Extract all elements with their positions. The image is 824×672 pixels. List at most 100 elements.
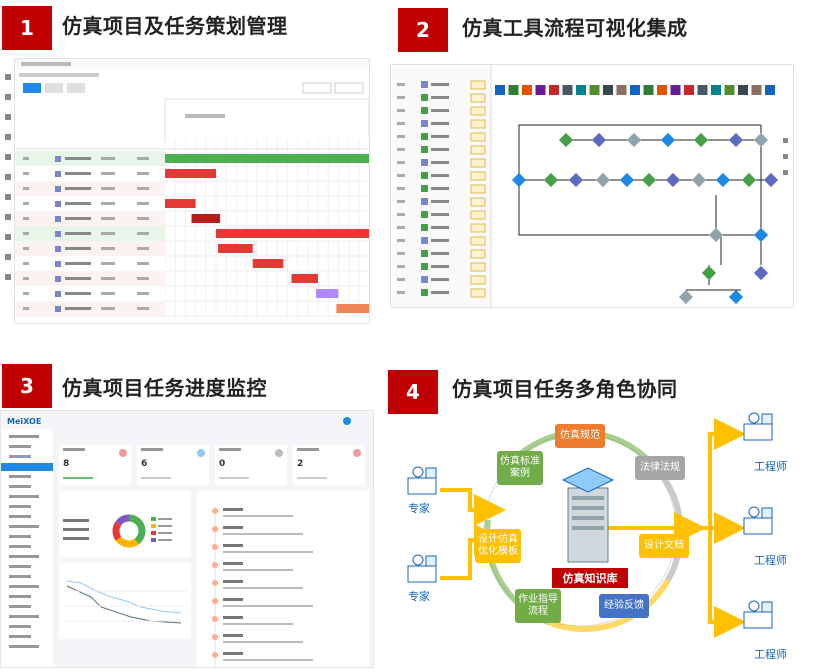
tree-row — [397, 187, 405, 190]
workflow-integration-screenshot — [390, 64, 794, 308]
person-at-desk-icon — [743, 517, 773, 535]
donut-slice — [115, 514, 130, 526]
tool-icon — [697, 85, 708, 95]
tree-row — [397, 109, 405, 112]
tool-icon — [508, 85, 519, 95]
section-title-1: 仿真项目及任务策划管理 — [62, 14, 288, 38]
tool-icon — [535, 85, 546, 95]
tree-row — [397, 213, 405, 216]
activity-item — [212, 616, 218, 622]
sidebar-item — [9, 635, 31, 638]
flow-node — [543, 172, 559, 188]
tool-icon — [670, 85, 681, 95]
project-planning-screenshot — [14, 58, 370, 324]
tool-icon — [751, 85, 762, 95]
flow-node — [660, 132, 676, 148]
activity-item — [212, 634, 218, 640]
role-label-expert: 专家 — [408, 502, 430, 515]
gantt-bar — [315, 289, 339, 298]
tool-icon — [738, 85, 748, 95]
role-label-expert: 专家 — [408, 590, 430, 603]
gantt-bar — [216, 229, 369, 238]
panel1-side-icons — [5, 74, 11, 280]
sidebar-item — [9, 485, 31, 488]
flow-node — [753, 227, 769, 243]
tree-row — [397, 226, 405, 229]
gantt-bar — [165, 169, 216, 178]
knowledge-category-node: 设计仿真优化模板 — [475, 529, 521, 563]
section-badge-2: 2 — [398, 8, 448, 52]
tool-icon — [576, 85, 586, 95]
flow-node — [753, 265, 769, 281]
sidebar-item — [9, 615, 39, 618]
flow-node — [728, 289, 744, 305]
gantt-bar — [252, 259, 284, 268]
flow-node — [568, 172, 584, 188]
tree-row — [397, 135, 405, 138]
knowledge-category-node: 仿真标准案例 — [497, 451, 543, 485]
tool-icon — [630, 85, 640, 95]
knowledge-category-node: 设计文档 — [639, 534, 689, 558]
sidebar-item — [9, 525, 39, 528]
sidebar-item — [9, 605, 31, 608]
sidebar-item — [9, 455, 31, 458]
tree-row — [397, 252, 405, 255]
gantt-bar — [218, 244, 253, 253]
gantt-bar — [336, 304, 369, 313]
tree-row — [397, 96, 405, 99]
tool-icon — [657, 85, 667, 95]
tree-row — [397, 239, 405, 242]
workflow-canvas — [391, 65, 779, 307]
person-at-desk-icon — [407, 565, 437, 583]
legend-swatch — [151, 517, 156, 521]
flow-node — [741, 172, 757, 188]
flow-node — [701, 265, 717, 281]
role-label-engineer: 工程师 — [754, 554, 787, 567]
flow-node — [763, 172, 779, 188]
sidebar-item — [9, 505, 31, 508]
activity-item — [212, 508, 218, 514]
flow-node — [595, 172, 611, 188]
donut-slice — [112, 521, 122, 541]
sidebar-item — [9, 565, 31, 568]
flow-node — [511, 172, 527, 188]
sidebar-active-item — [1, 463, 53, 471]
sidebar-item — [9, 555, 39, 558]
person-at-desk-icon — [743, 611, 773, 629]
activity-item — [212, 562, 218, 568]
tree-row — [397, 161, 405, 164]
hub-label: 仿真知识库 — [552, 568, 628, 588]
activity-item — [212, 652, 218, 658]
section-badge-3: 3 — [2, 364, 52, 408]
flow-node — [693, 132, 709, 148]
kpi-done: 2 — [297, 459, 304, 469]
section-title-3: 仿真项目任务进度监控 — [62, 376, 267, 400]
flow-node — [641, 172, 657, 188]
tree-row — [397, 200, 405, 203]
section-title-4: 仿真项目任务多角色协同 — [452, 377, 678, 401]
flow-node — [558, 132, 574, 148]
dashboard-view — [1, 417, 369, 667]
flow-node — [708, 227, 724, 243]
tree-row — [397, 291, 405, 294]
flow-node — [626, 132, 642, 148]
sidebar-item — [9, 435, 39, 438]
toolbar-button — [23, 83, 41, 93]
panel2-side-icons — [783, 138, 788, 175]
sidebar-item — [9, 495, 39, 498]
sidebar-item — [9, 475, 31, 478]
tool-icon — [724, 85, 735, 95]
tool-icon — [495, 85, 505, 95]
sidebar-item — [9, 575, 31, 578]
kpi-total: 8 — [63, 459, 70, 469]
role-label-engineer: 工程师 — [754, 460, 787, 473]
role-label-engineer: 工程师 — [754, 648, 787, 661]
tool-icon — [711, 85, 721, 95]
section-title-2: 仿真工具流程可视化集成 — [462, 16, 688, 40]
tool-icon — [616, 85, 627, 95]
flow-node — [728, 132, 744, 148]
gantt-bar — [191, 214, 221, 223]
tree-row — [397, 174, 405, 177]
flow-node — [678, 289, 694, 305]
legend-swatch — [151, 524, 156, 528]
